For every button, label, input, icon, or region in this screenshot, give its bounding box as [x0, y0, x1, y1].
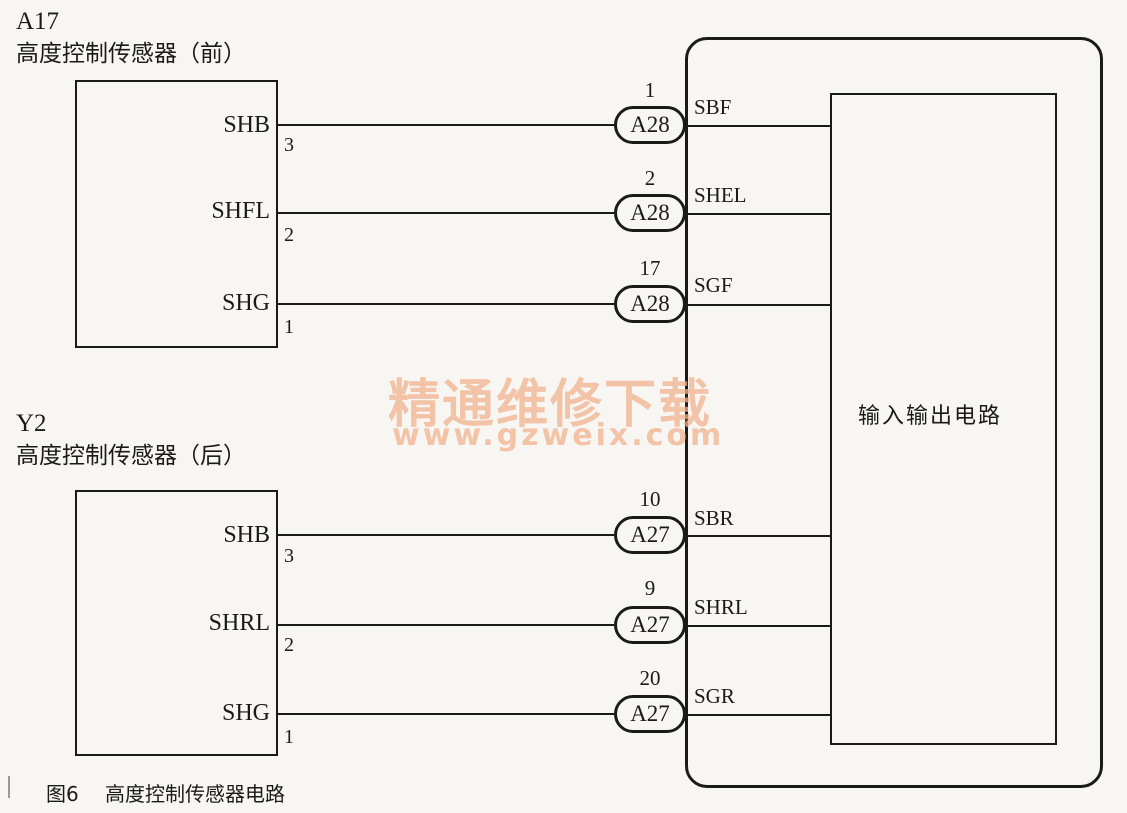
ecu-frame — [685, 37, 1103, 788]
sensor-front-pin-2: 2 — [284, 224, 294, 246]
connector-a28-pin-1: A28 — [614, 106, 686, 144]
connector-a27-pin-10: A27 — [614, 516, 686, 554]
connector-number-20: 20 — [639, 666, 661, 690]
wire-rear-shrl — [278, 624, 614, 626]
figure-caption: 高度控制传感器电路 — [105, 782, 285, 806]
wire-front-shg — [278, 303, 614, 305]
connector-number-2: 2 — [644, 166, 656, 190]
connector-number-17: 17 — [639, 256, 661, 280]
io-circuit-box — [830, 93, 1057, 745]
io-circuit-label: 输入输出电路 — [858, 404, 1003, 429]
connector-a28-pin-17: A28 — [614, 285, 686, 323]
connector-number-9: 9 — [644, 576, 656, 600]
ecu-signal-shrl: SHRL — [694, 595, 748, 619]
sensor-front-signal-shb: SHB — [223, 112, 270, 138]
sensor-rear-name: 高度控制传感器（后） — [16, 443, 246, 469]
sensor-rear-pin-1: 1 — [284, 726, 294, 748]
wire-ecu-sbf — [686, 125, 830, 127]
connector-a28-pin-2: A28 — [614, 194, 686, 232]
sensor-front-pin-1: 1 — [284, 316, 294, 338]
sensor-rear-pin-2: 2 — [284, 634, 294, 656]
wire-ecu-sgr — [686, 714, 830, 716]
wire-ecu-sbr — [686, 535, 830, 537]
watermark-title: 精通维修下载 — [388, 375, 713, 435]
caption-tick — [8, 776, 10, 798]
sensor-front-signal-shg: SHG — [221, 290, 270, 316]
wire-ecu-shrl — [686, 625, 830, 627]
ecu-signal-shel: SHEL — [694, 183, 747, 207]
wire-front-shb — [278, 124, 614, 126]
connector-a27-pin-20: A27 — [614, 695, 686, 733]
ecu-signal-sbf: SBF — [694, 95, 732, 119]
connector-number-1: 1 — [644, 78, 656, 102]
sensor-rear-signal-shg: SHG — [221, 700, 270, 726]
sensor-rear-signal-shb: SHB — [223, 522, 270, 548]
sensor-rear-id: Y2 — [16, 410, 47, 437]
connector-a27-pin-9: A27 — [614, 606, 686, 644]
wire-ecu-sgf — [686, 304, 830, 306]
ecu-signal-sgr: SGR — [694, 684, 735, 708]
wire-rear-shb — [278, 534, 614, 536]
wire-ecu-shel — [686, 213, 830, 215]
sensor-front-box — [75, 80, 278, 348]
figure-number: 图6 — [46, 782, 79, 806]
sensor-rear-signal-shrl: SHRL — [208, 610, 270, 636]
wire-rear-shg — [278, 713, 614, 715]
sensor-rear-pin-3: 3 — [284, 545, 294, 567]
wire-front-shfl — [278, 212, 614, 214]
sensor-front-id: A17 — [16, 8, 60, 35]
sensor-front-signal-shfl: SHFL — [211, 198, 270, 224]
ecu-signal-sbr: SBR — [694, 506, 734, 530]
sensor-rear-box — [75, 490, 278, 756]
watermark-url: www.gzweix.com — [392, 418, 725, 453]
sensor-front-name: 高度控制传感器（前） — [16, 41, 246, 67]
sensor-front-pin-3: 3 — [284, 134, 294, 156]
connector-number-10: 10 — [639, 487, 661, 511]
ecu-signal-sgf: SGF — [694, 273, 733, 297]
